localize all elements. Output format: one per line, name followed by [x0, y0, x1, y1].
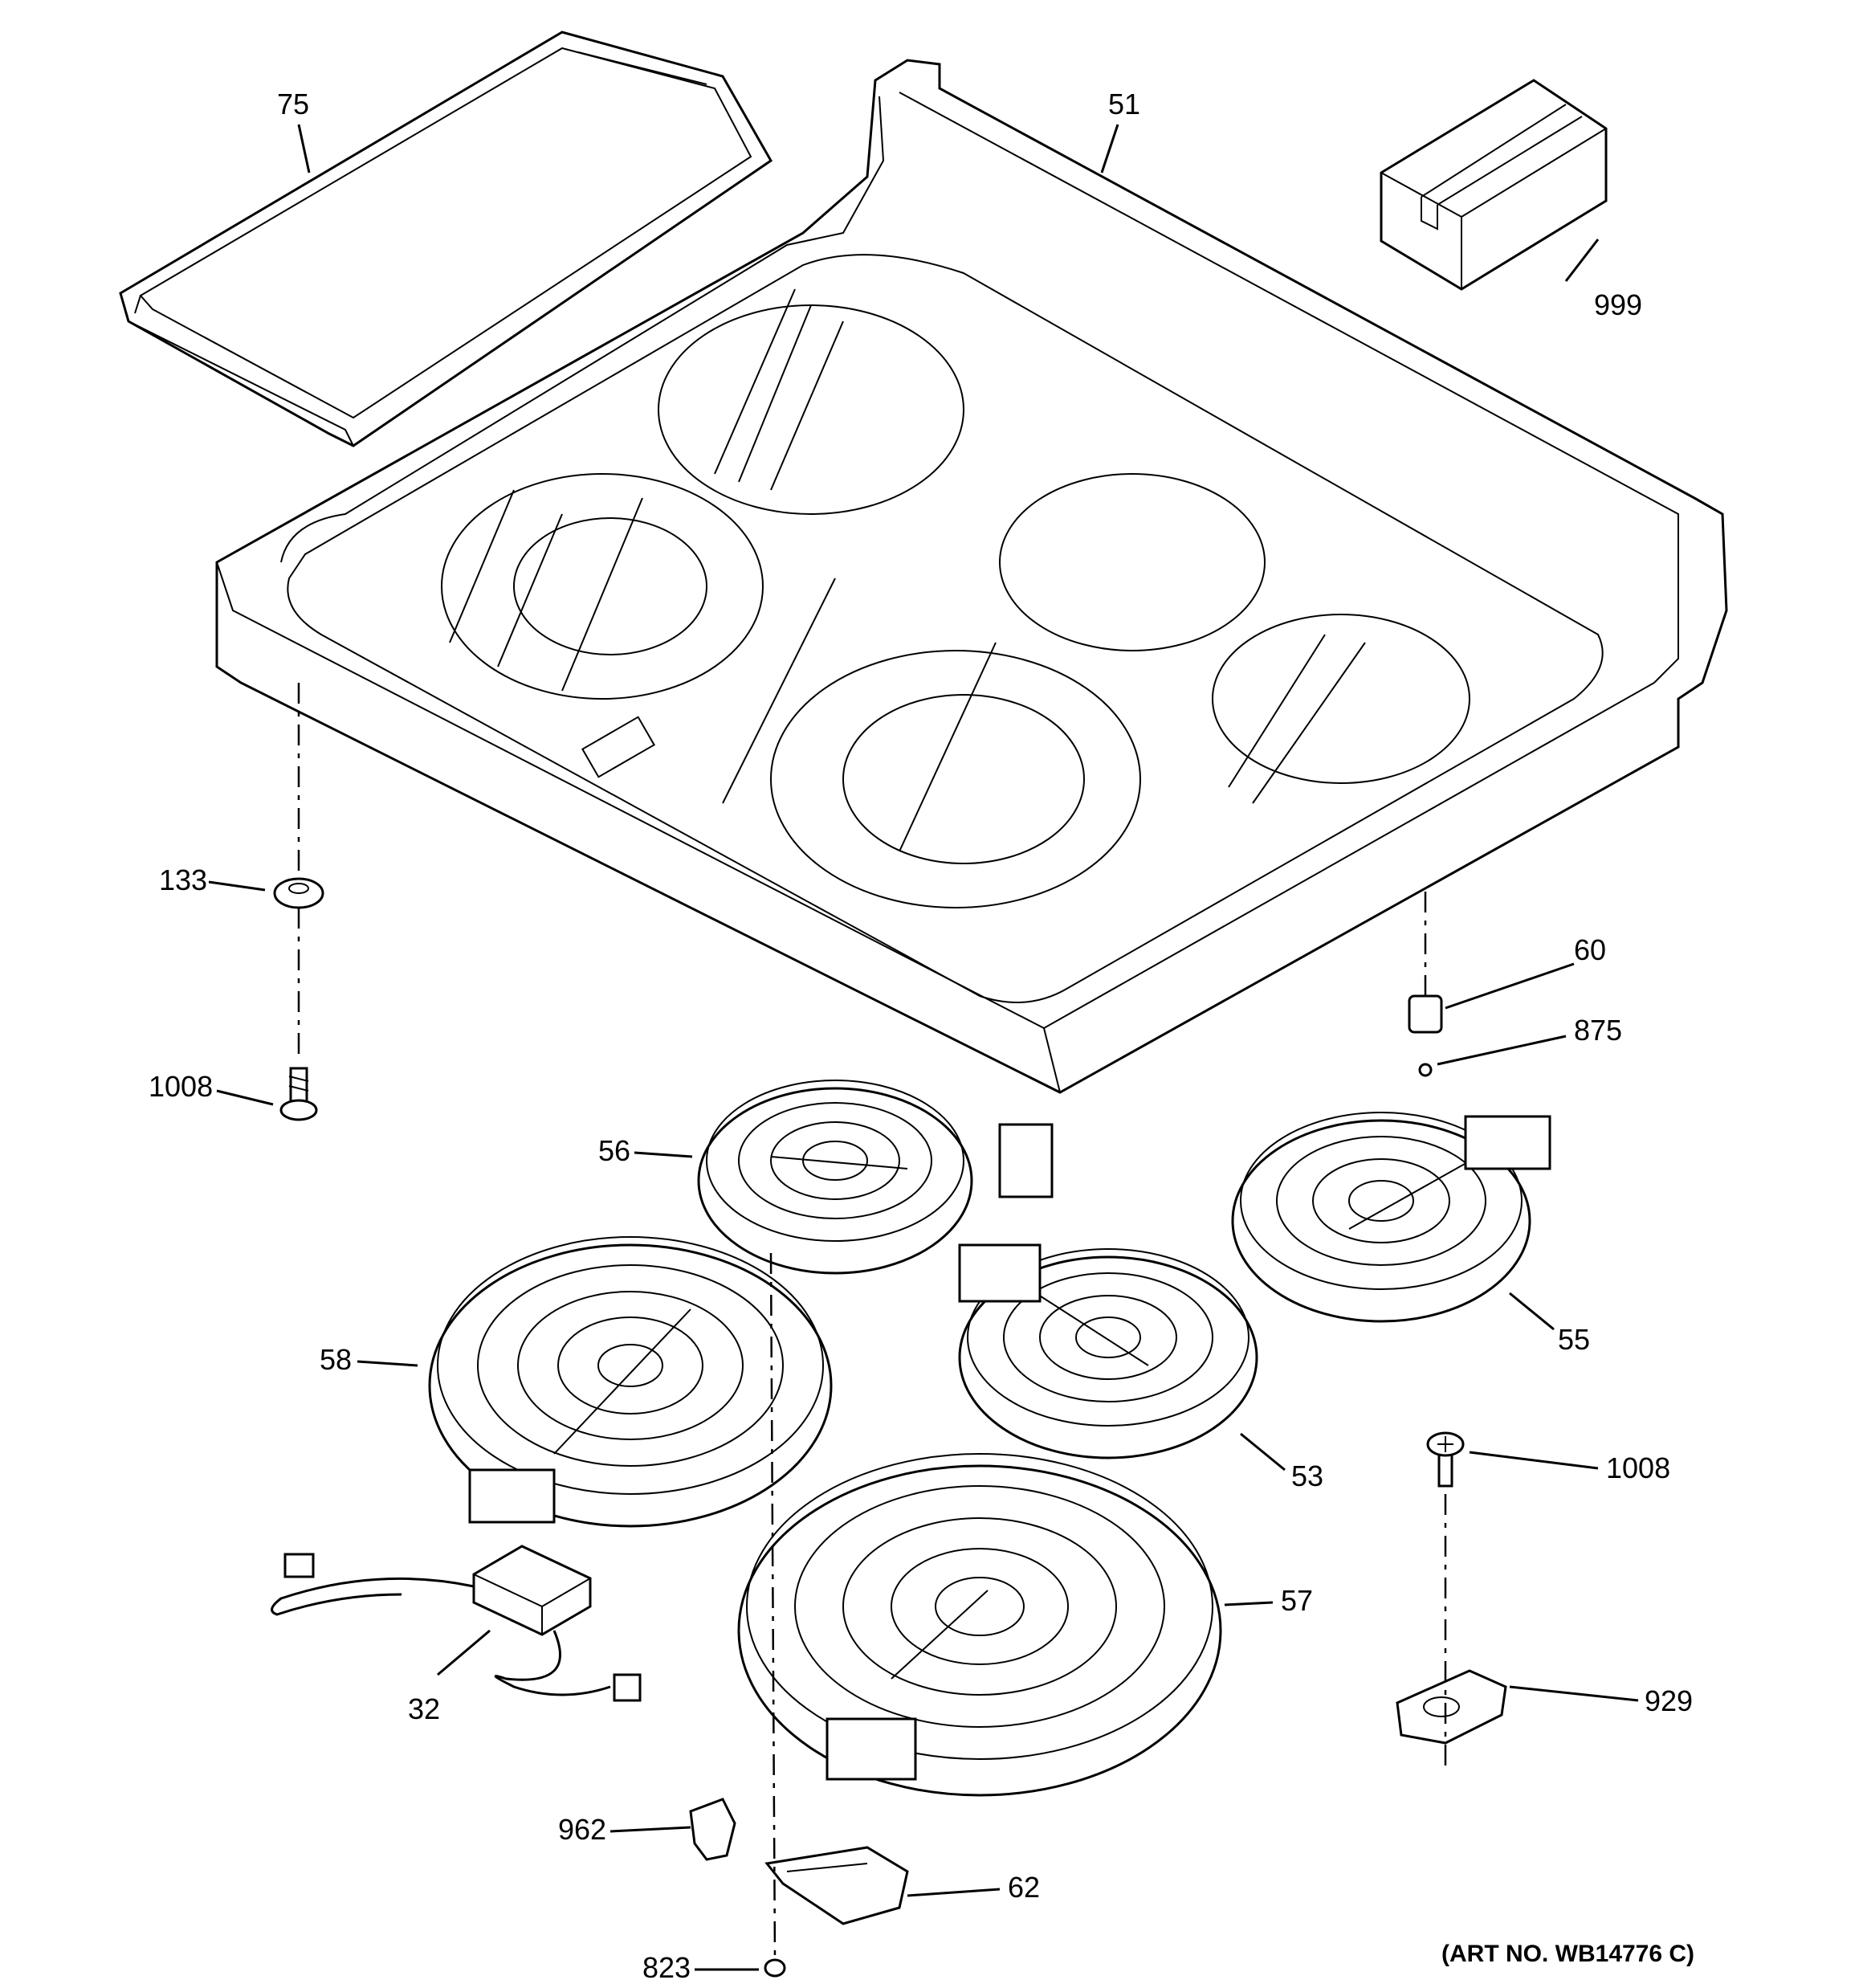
- part-label-60: 60: [1574, 933, 1606, 966]
- cooktop-glass-illustration: [215, 59, 1728, 1094]
- screw-right-illustration: [1426, 1431, 1465, 1488]
- alignment-lines: [297, 683, 1447, 1961]
- part-label-929: 929: [1645, 1684, 1693, 1717]
- part-label-32: 32: [408, 1692, 440, 1725]
- part-label-62: 62: [1008, 1871, 1040, 1904]
- bracket-929-illustration: [1396, 1669, 1507, 1745]
- part-label-58: 58: [320, 1343, 352, 1376]
- part-label-875: 875: [1574, 1014, 1622, 1047]
- element-56-illustration: [697, 1080, 1054, 1275]
- element-53-illustration: [958, 1243, 1258, 1459]
- part-label-999: 999: [1594, 288, 1642, 321]
- part-label-823: 823: [642, 1951, 691, 1984]
- package-box-illustration: [1380, 79, 1608, 291]
- clip-962-illustration: [689, 1798, 736, 1861]
- part-label-53: 53: [1291, 1459, 1323, 1492]
- element-58-illustration: [428, 1236, 833, 1528]
- element-55-illustration: [1231, 1112, 1551, 1323]
- clip-illustration: [1408, 994, 1443, 1034]
- part-label-1008-left: 1008: [149, 1070, 213, 1103]
- wire-harness-illustration: [271, 1545, 642, 1702]
- griddle-illustration: [119, 31, 773, 447]
- bracket-62-illustration: [764, 1846, 909, 1925]
- part-labels: 75 51 999 133 1008 60 875 56 58 55 53 10…: [149, 88, 1694, 1984]
- part-label-133: 133: [159, 863, 207, 896]
- screw-823-illustration: [764, 1958, 786, 1978]
- screw-left-illustration: [279, 1067, 318, 1121]
- part-label-56: 56: [598, 1134, 630, 1167]
- part-label-962: 962: [558, 1813, 606, 1846]
- screw-small-illustration: [1418, 1063, 1433, 1077]
- art-number: (ART NO. WB14776 C): [1441, 1941, 1694, 1967]
- part-label-55: 55: [1558, 1323, 1590, 1356]
- element-57-illustration: [737, 1453, 1222, 1797]
- grommet-illustration: [273, 877, 324, 909]
- part-label-57: 57: [1281, 1584, 1313, 1617]
- part-label-51: 51: [1108, 88, 1140, 120]
- part-label-75: 75: [277, 88, 309, 120]
- leader-lines: [208, 124, 1639, 1971]
- part-label-1008-right: 1008: [1606, 1451, 1670, 1484]
